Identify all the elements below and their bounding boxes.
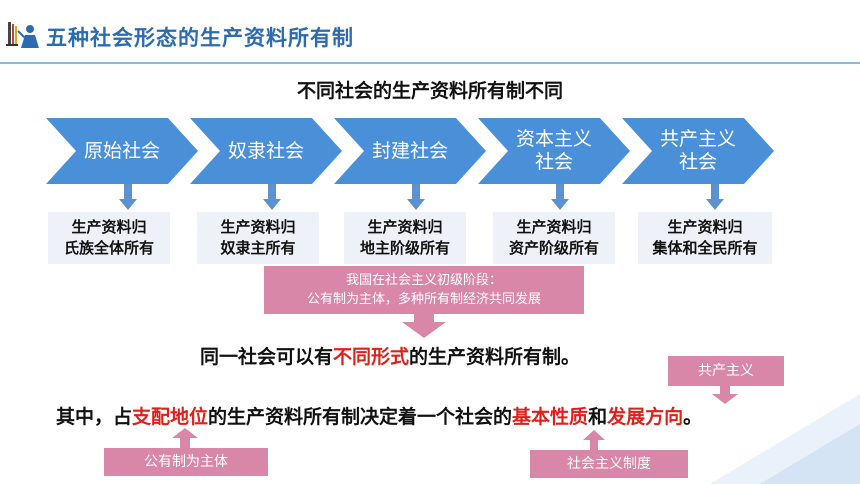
label-communism: 共产主义 <box>668 356 784 386</box>
callout-line1: 我国在社会主义初级阶段： <box>345 273 502 288</box>
down-arrow-icon <box>263 184 281 210</box>
ownership-line2: 资产阶级所有 <box>508 239 599 257</box>
highlight-different-forms: 不同形式 <box>333 346 410 368</box>
callout-arrow-icon <box>402 314 446 338</box>
stage-feudal-label: 封建社会 <box>371 139 448 162</box>
ownership-box-slave: 生产资料归 奴隶主所有 <box>197 212 319 264</box>
subtitle: 不同社会的生产资料所有制不同 <box>296 80 563 102</box>
up-arrow-icon <box>172 428 198 448</box>
down-arrow-icon <box>407 184 425 210</box>
ownership-line2: 集体和全民所有 <box>652 239 758 257</box>
highlight-development-direction: 发展方向 <box>607 406 684 428</box>
ownership-line2: 氏族全体所有 <box>63 239 154 257</box>
page-title: 五种社会形态的生产资料所有制 <box>46 26 354 50</box>
statement-forms: 同一社会可以有不同形式的生产资料所有制。 <box>200 342 580 369</box>
statement-forms-part2: 的生产资料所有制。 <box>409 346 581 368</box>
ownership-line1: 生产资料归 <box>516 218 592 236</box>
teacher-icon <box>6 22 39 48</box>
corner-decoration <box>710 394 860 484</box>
stage-communist-line1: 共产主义 <box>659 128 736 150</box>
down-arrow-icon <box>551 184 569 210</box>
ownership-box-capitalist: 生产资料归 资产阶级所有 <box>493 212 615 264</box>
stage-capitalist-line2: 社会 <box>534 151 573 173</box>
ownership-line1: 生产资料归 <box>367 218 443 236</box>
callout-box: 我国在社会主义初级阶段： 公有制为主体，多种所有制经济共同发展 <box>264 266 584 314</box>
stage-capitalist-label: 资本主义社会 <box>500 118 608 184</box>
highlight-dominant-position: 支配地位 <box>132 406 209 428</box>
down-arrow-icon <box>712 386 738 404</box>
label-public-ownership: 公有制为主体 <box>104 448 268 476</box>
stage-slave: 奴隶社会 <box>190 118 342 184</box>
stage-slave-label: 奴隶社会 <box>227 139 304 162</box>
stage-feudal: 封建社会 <box>334 118 486 184</box>
ownership-box-feudal: 生产资料归 地主阶级所有 <box>344 212 466 264</box>
up-arrow-icon <box>583 430 605 450</box>
statement-forms-part1: 同一社会可以有 <box>200 346 334 368</box>
title-bar: 五种社会形态的生产资料所有制 <box>0 0 860 62</box>
ownership-line1: 生产资料归 <box>71 218 147 236</box>
statement-dominant-part3: 和 <box>588 406 608 428</box>
stage-communist-label: 共产主义社会 <box>644 118 752 184</box>
statement-dominant: 其中，占支配地位的生产资料所有制决定着一个社会的基本性质和发展方向。 <box>56 402 702 429</box>
ownership-line2: 地主阶级所有 <box>359 239 450 257</box>
stage-communist-line2: 社会 <box>678 151 717 173</box>
label-socialist-system: 社会主义制度 <box>530 450 688 478</box>
stage-communist: 共产主义社会 <box>622 118 774 184</box>
stage-capitalist: 资本主义社会 <box>478 118 630 184</box>
stage-primitive-label: 原始社会 <box>83 139 160 162</box>
ownership-box-primitive: 生产资料归 氏族全体所有 <box>48 212 170 264</box>
stage-capitalist-line1: 资本主义 <box>515 128 592 150</box>
statement-dominant-part2: 的生产资料所有制决定着一个社会的 <box>208 406 513 428</box>
title-divider <box>0 62 860 64</box>
ownership-line2: 奴隶主所有 <box>220 239 296 257</box>
down-arrow-icon <box>706 184 724 210</box>
statement-dominant-part4: 。 <box>683 406 703 428</box>
ownership-line1: 生产资料归 <box>220 218 296 236</box>
stage-primitive: 原始社会 <box>46 118 198 184</box>
down-arrow-icon <box>119 184 137 210</box>
statement-dominant-part1: 其中，占 <box>56 406 133 428</box>
ownership-line1: 生产资料归 <box>667 218 743 236</box>
highlight-basic-nature: 基本性质 <box>512 406 589 428</box>
callout-line2: 公有制为主体，多种所有制经济共同发展 <box>306 292 541 307</box>
ownership-box-communist: 生产资料归 集体和全民所有 <box>638 212 772 264</box>
